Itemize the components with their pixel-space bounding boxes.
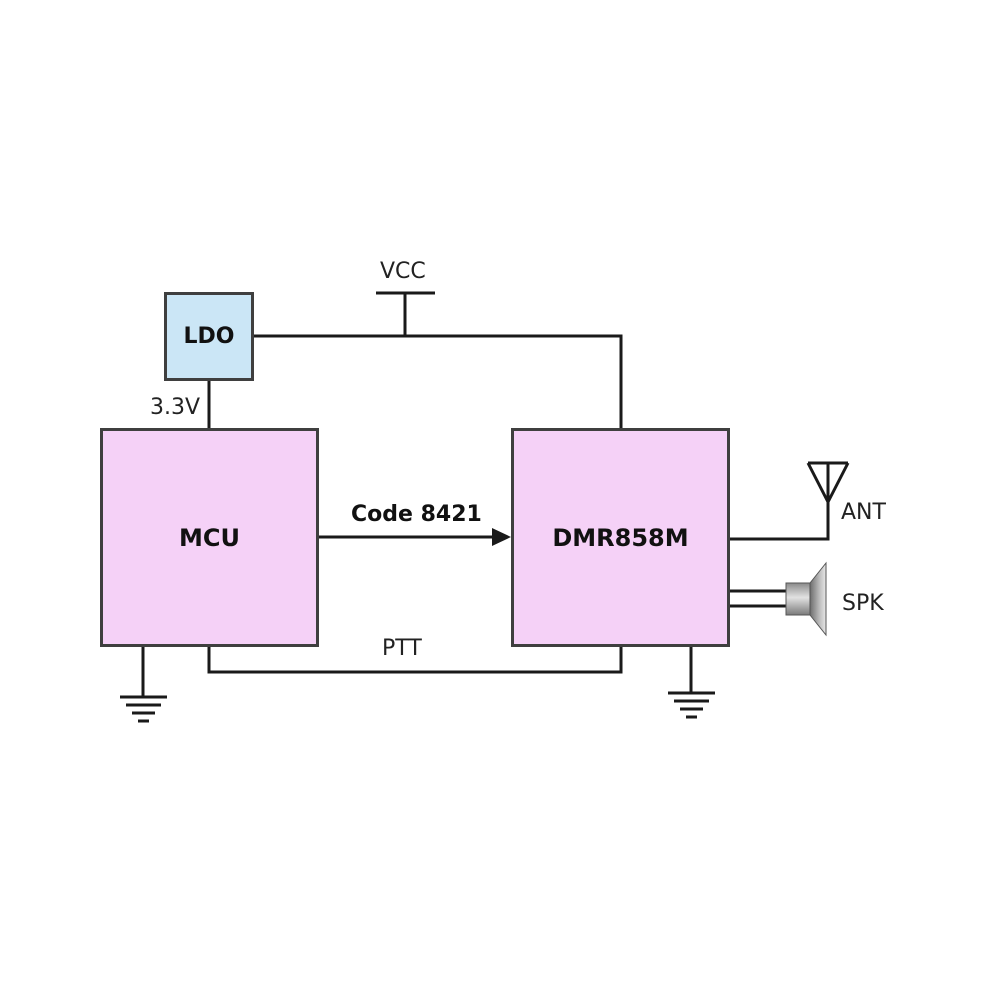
code-arrowhead	[492, 528, 511, 546]
ldo-block: LDO	[164, 292, 254, 381]
antenna-feed-wire	[730, 502, 830, 541]
voltage-3v3-label: 3.3V	[150, 395, 201, 420]
vcc-rail-wire	[254, 334, 623, 429]
speaker-icon	[785, 561, 827, 637]
mcu-label: MCU	[179, 523, 240, 552]
antenna-icon	[806, 461, 850, 503]
vcc-label: VCC	[380, 259, 426, 284]
ptt-wire	[207, 647, 623, 674]
ptt-label: PTT	[382, 636, 422, 661]
dmr858m-block: DMR858M	[511, 428, 730, 647]
dmr858m-label: DMR858M	[552, 523, 689, 552]
ldo-label: LDO	[183, 324, 235, 349]
ant-label: ANT	[841, 500, 886, 525]
code-8421-label: Code 8421	[351, 502, 482, 527]
spk-label: SPK	[842, 591, 884, 616]
mcu-block: MCU	[100, 428, 319, 647]
mcu-ground-icon	[120, 647, 167, 723]
dmr-ground-icon	[668, 647, 715, 719]
